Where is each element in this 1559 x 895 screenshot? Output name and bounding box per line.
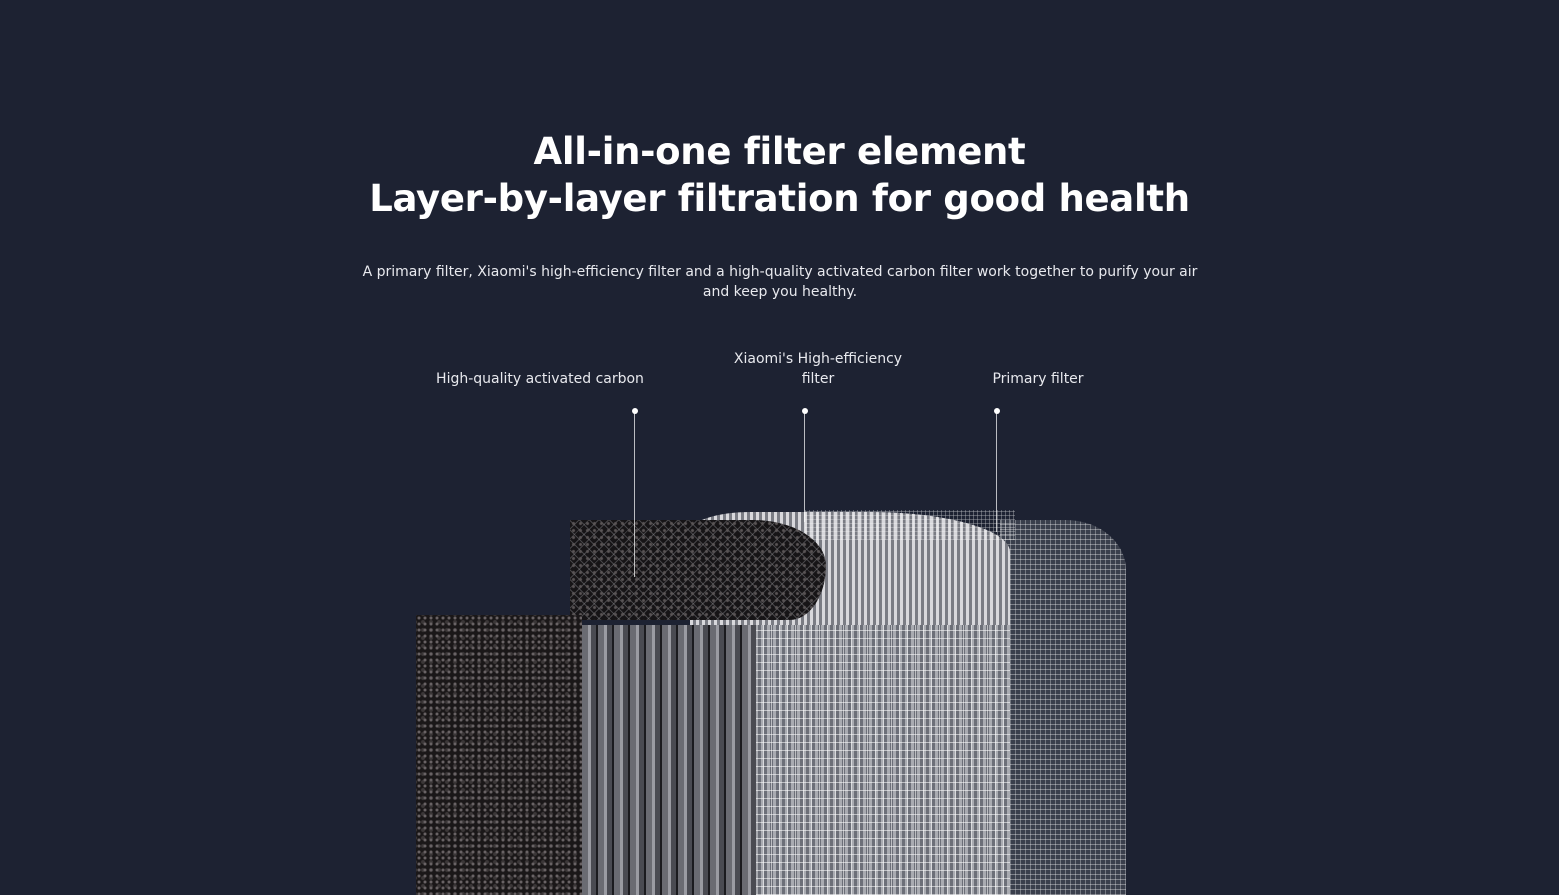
activated-carbon-granules [416, 615, 582, 895]
pointer-line-primary [996, 412, 997, 532]
page-title: All-in-one filter element Layer-by-layer… [0, 128, 1559, 222]
pointer-dot-hepa [802, 408, 808, 414]
pointer-dot-carbon [632, 408, 638, 414]
primary-filter-mesh-outer [1000, 520, 1126, 895]
description: A primary filter, Xiaomi's high-efficien… [362, 264, 1198, 300]
label-hepa-line-1: Xiaomi's High-efficiency [733, 351, 903, 367]
title-line-1: All-in-one filter element [533, 130, 1026, 173]
label-activated-carbon: High-quality activated carbon [436, 371, 644, 387]
primary-mesh-top [805, 510, 1015, 540]
pointer-line-carbon [634, 412, 635, 577]
pointer-line-hepa [804, 412, 805, 522]
primary-filter-mesh [755, 625, 1010, 895]
label-high-efficiency-filter: Xiaomi's High-efficiency filter [718, 349, 918, 389]
label-primary-filter: Primary filter [992, 371, 1084, 387]
hepa-pleats [580, 625, 756, 895]
label-hepa-line-2: filter [801, 371, 835, 387]
title-line-2: Layer-by-layer filtration for good healt… [369, 177, 1190, 220]
carbon-layer-top [570, 520, 826, 620]
pointer-dot-primary [994, 408, 1000, 414]
